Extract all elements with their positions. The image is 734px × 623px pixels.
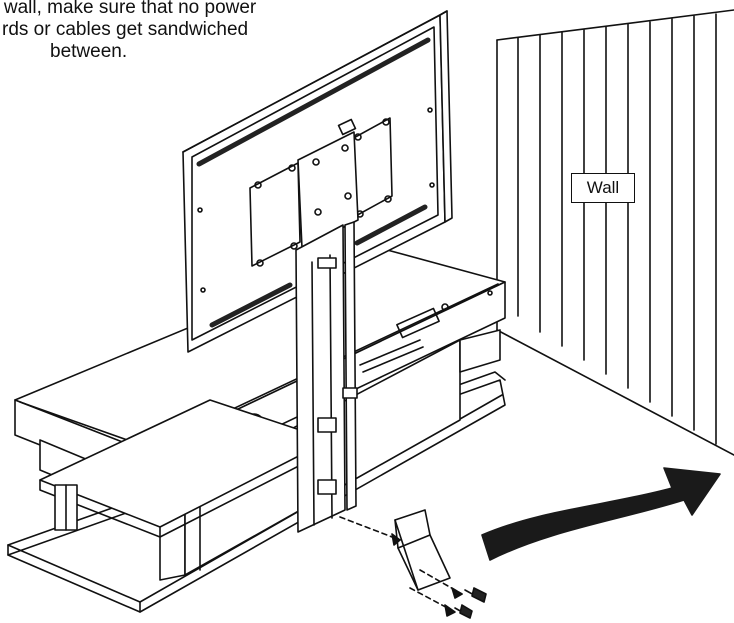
screws xyxy=(454,587,487,619)
screw-arrows xyxy=(409,569,463,617)
instruction-text: e wall, make sure that no power rds or c… xyxy=(0,0,370,63)
wall xyxy=(496,9,734,456)
wall-label-text: Wall xyxy=(586,178,620,197)
rotation-arrow-icon xyxy=(481,467,721,561)
instruction-line-1: e wall, make sure that no power xyxy=(0,0,257,18)
stand-column xyxy=(295,118,359,533)
instruction-line-2: rds or cables get sandwiched xyxy=(2,19,249,40)
instruction-line-3: between. xyxy=(50,41,128,62)
wall-label: Wall xyxy=(571,173,635,203)
wall-bracket xyxy=(339,509,451,591)
